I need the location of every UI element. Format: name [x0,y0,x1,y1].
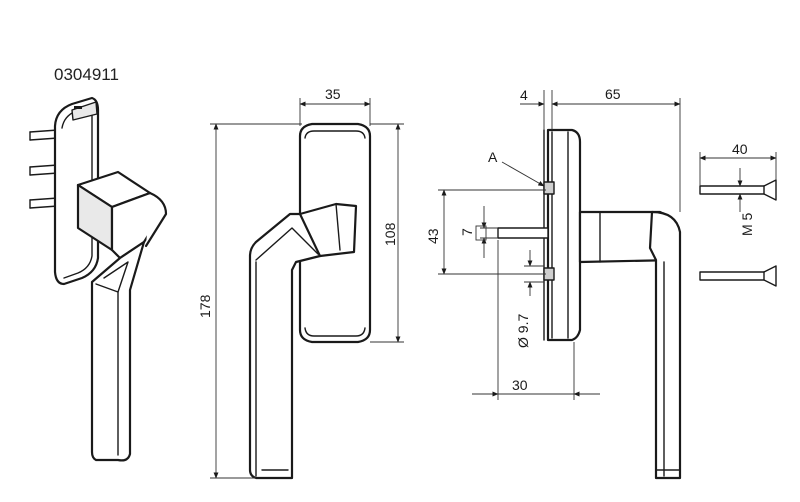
front-view [248,122,372,480]
side-lever [648,210,682,480]
dim-width-top: 35 [299,86,371,126]
side-rose [546,128,582,342]
dim-screw-thread: M 5 [737,168,755,236]
dim-label-178: 178 [197,294,213,318]
dim-label-35: 35 [325,86,341,102]
dim-label-65: 65 [605,86,621,102]
side-view [497,128,682,480]
spindle [497,227,549,239]
rose-plate [53,96,100,286]
dim-label-4: 4 [520,87,528,103]
dim-height-total: 178 [197,123,302,479]
screw-head-top [543,181,555,195]
screws [699,179,777,287]
dim-square: 7 [459,206,498,258]
dim-label-7: 7 [459,228,475,236]
dim-label-diameter: Ø 9.7 [515,314,531,348]
dim-rose-height: 108 [370,123,404,343]
front-lever [248,212,322,480]
callout-a-label: A [488,149,498,165]
isometric-view [29,96,168,462]
callout-a: A [488,149,545,187]
dim-label-40: 40 [732,141,748,157]
dim-spindle: 30 [472,240,600,400]
dim-diameter: Ø 9.7 [515,250,544,348]
product-code: 0304911 [54,65,119,84]
dim-label-43: 43 [425,228,441,244]
pins [29,129,59,209]
dim-label-30: 30 [512,377,528,393]
dim-label-m5: M 5 [739,212,755,236]
dim-label-108: 108 [382,222,398,246]
dim-depth: 4 65 [520,86,681,212]
dim-screw-length: 40 [699,141,777,186]
dim-spacing: 43 [425,189,546,275]
